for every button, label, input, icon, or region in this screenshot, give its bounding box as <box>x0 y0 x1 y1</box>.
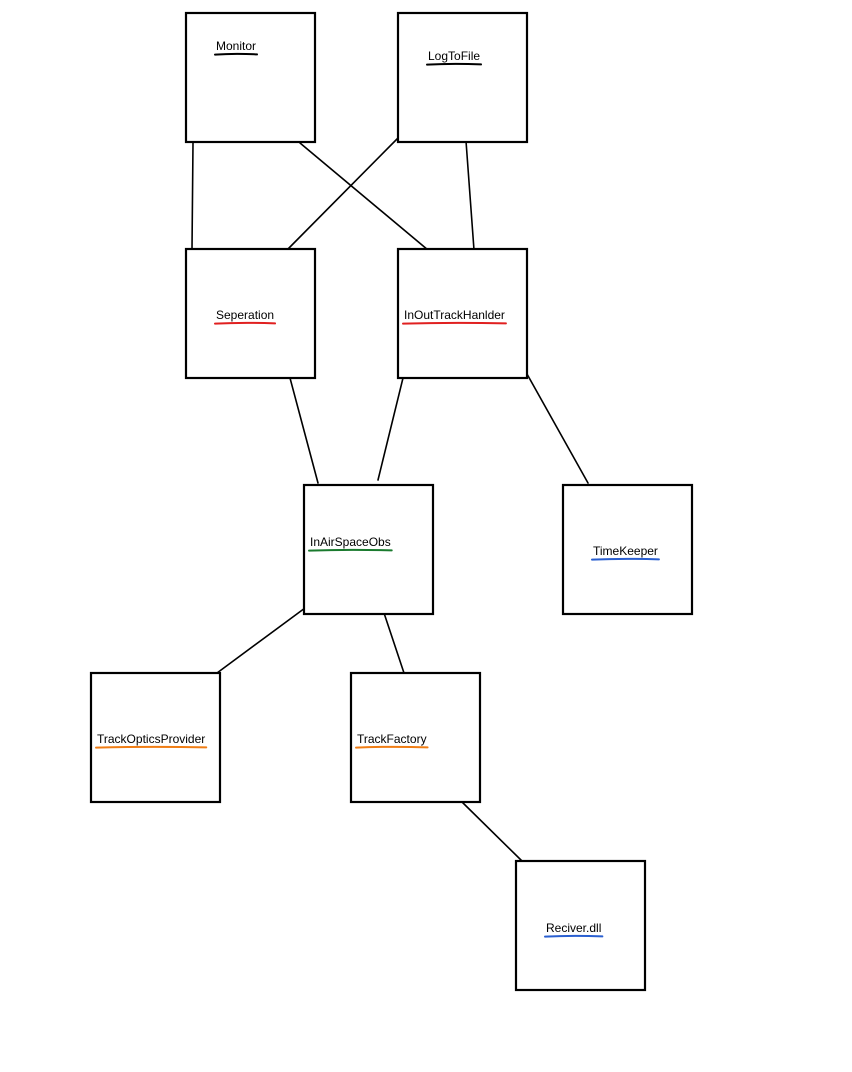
connector-monitor-seperation <box>191 142 194 250</box>
node-underline-timekeeper <box>591 557 660 561</box>
connector-seperation-inairspaceobs <box>289 377 319 484</box>
node-underline-monitor <box>214 52 259 56</box>
connector-logtofile-seperation <box>286 137 399 251</box>
node-box-trackfactory[interactable] <box>349 671 482 804</box>
connector-inouttrackhandler-timekeeper <box>526 373 589 484</box>
node-box-timekeeper[interactable] <box>561 483 694 616</box>
node-label-logtofile: LogToFile <box>428 49 480 63</box>
node-underline-trackfactory <box>355 745 429 749</box>
node-trackfactory[interactable]: TrackFactory <box>349 671 482 804</box>
node-reciver[interactable]: Reciver.dll <box>514 859 647 992</box>
node-monitor[interactable]: Monitor <box>184 11 317 144</box>
node-underline-reciver <box>544 934 604 938</box>
node-underline-inairspaceobs <box>308 548 393 552</box>
node-label-inouttrackhandler: InOutTrackHanlder <box>404 308 505 322</box>
node-box-logtofile[interactable] <box>396 11 529 144</box>
node-trackopticsprovider[interactable]: TrackOpticsProvider <box>89 671 222 804</box>
node-label-trackopticsprovider: TrackOpticsProvider <box>97 732 205 746</box>
node-label-monitor: Monitor <box>216 39 256 53</box>
connector-inouttrackhandler-inairspaceobs <box>377 377 404 481</box>
node-underline-seperation <box>214 321 277 325</box>
node-label-seperation: Seperation <box>216 308 274 322</box>
node-label-inairspaceobs: InAirSpaceObs <box>310 535 391 549</box>
node-seperation[interactable]: Seperation <box>184 247 317 380</box>
connector-monitor-inouttrackhandler <box>299 142 429 251</box>
connector-logtofile-inouttrackhandler <box>465 140 475 251</box>
node-underline-logtofile <box>426 62 483 66</box>
connector-layer <box>191 137 589 862</box>
node-box-trackopticsprovider[interactable] <box>89 671 222 804</box>
connector-trackfactory-reciver <box>460 800 523 862</box>
node-label-trackfactory: TrackFactory <box>357 732 427 746</box>
node-label-reciver: Reciver.dll <box>546 921 601 935</box>
node-timekeeper[interactable]: TimeKeeper <box>561 483 694 616</box>
node-underline-trackopticsprovider <box>95 745 208 749</box>
node-box-seperation[interactable] <box>184 247 317 380</box>
node-box-inouttrackhandler[interactable] <box>396 247 529 380</box>
connector-inairspaceobs-trackopticsprovider <box>216 607 306 674</box>
node-inairspaceobs[interactable]: InAirSpaceObs <box>302 483 435 616</box>
connector-inairspaceobs-trackfactory <box>383 612 405 674</box>
node-label-timekeeper: TimeKeeper <box>593 544 658 558</box>
node-logtofile[interactable]: LogToFile <box>396 11 529 144</box>
node-box-monitor[interactable] <box>184 11 317 144</box>
node-inouttrackhandler[interactable]: InOutTrackHanlder <box>396 247 529 380</box>
node-underline-inouttrackhandler <box>402 321 507 325</box>
node-box-reciver[interactable] <box>514 859 647 992</box>
